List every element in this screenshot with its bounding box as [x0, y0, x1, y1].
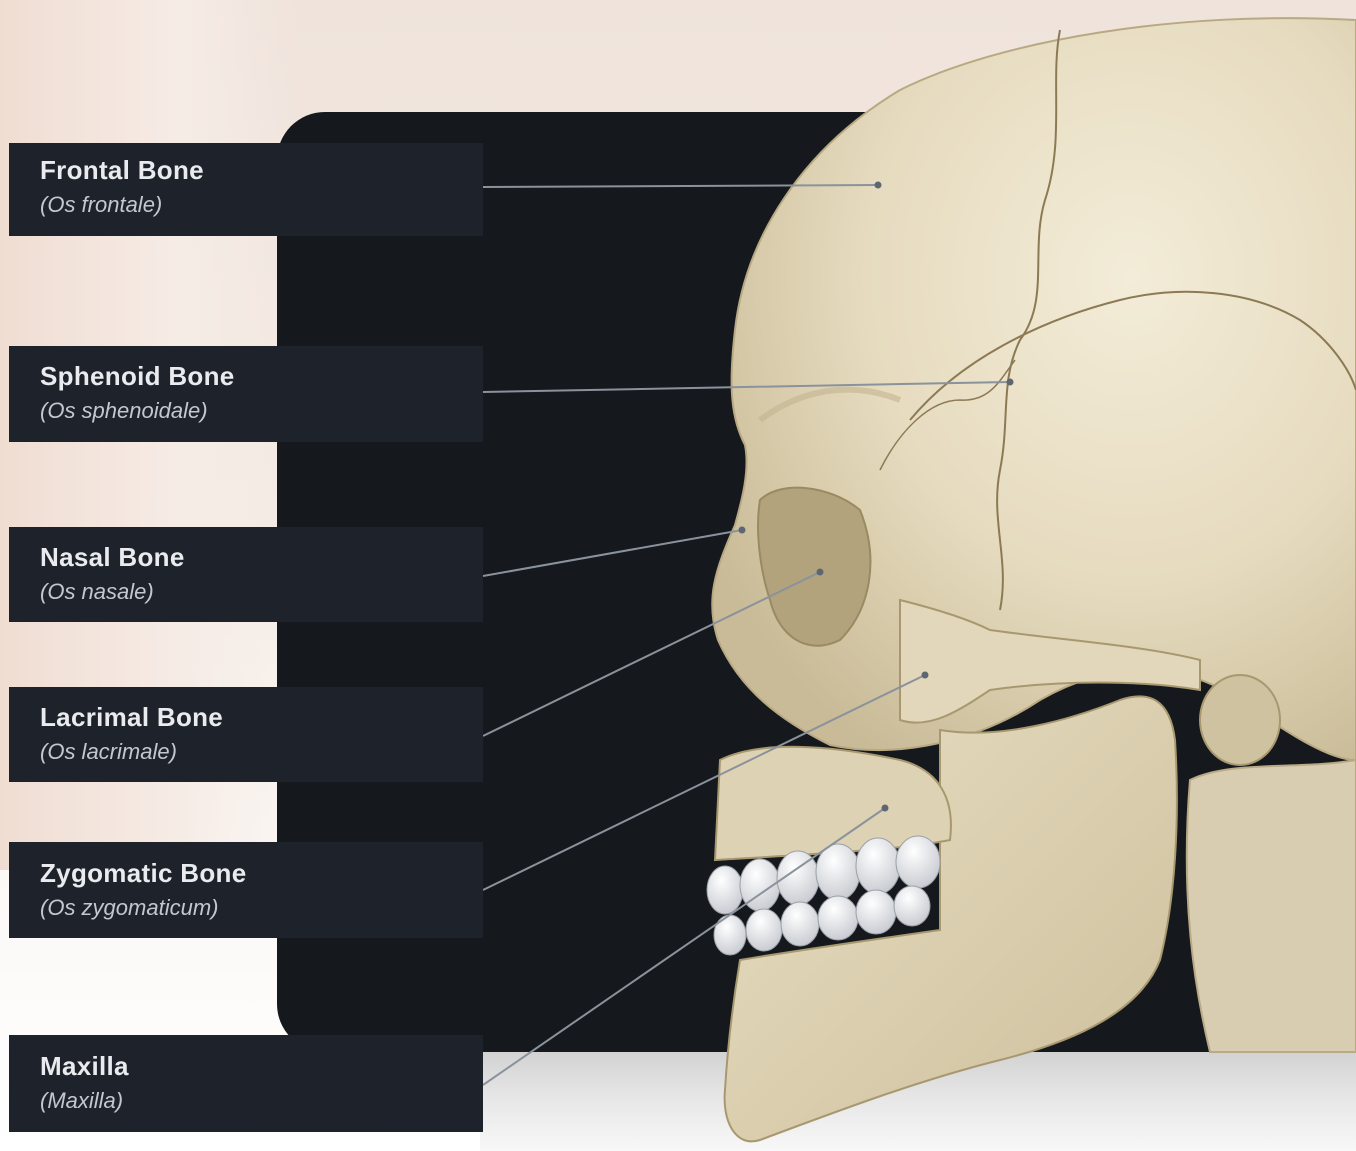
label-latin: (Os frontale)	[40, 191, 483, 219]
label-name: Zygomatic Bone	[40, 858, 483, 888]
cervical-vertebrae	[1187, 760, 1356, 1052]
label-maxilla: Maxilla (Maxilla)	[9, 1035, 483, 1132]
label-name: Nasal Bone	[40, 542, 483, 572]
label-name: Sphenoid Bone	[40, 361, 483, 391]
label-name: Frontal Bone	[40, 155, 483, 185]
label-lacrimal-bone: Lacrimal Bone (Os lacrimale)	[9, 687, 483, 782]
label-name: Lacrimal Bone	[40, 702, 483, 732]
label-latin: (Os lacrimale)	[40, 738, 483, 766]
dot-zygomatic	[922, 672, 929, 679]
label-zygomatic-bone: Zygomatic Bone (Os zygomaticum)	[9, 842, 483, 938]
label-latin: (Os nasale)	[40, 578, 483, 606]
label-latin: (Os zygomaticum)	[40, 894, 483, 922]
dot-frontal	[875, 182, 882, 189]
dot-sphenoid	[1007, 379, 1014, 386]
mastoid-process	[1200, 675, 1280, 765]
dot-lacrimal	[817, 569, 824, 576]
label-name: Maxilla	[40, 1051, 483, 1081]
dot-maxilla	[882, 805, 889, 812]
label-latin: (Os sphenoidale)	[40, 397, 483, 425]
leader-line-nasal	[483, 530, 742, 576]
label-sphenoid-bone: Sphenoid Bone (Os sphenoidale)	[9, 346, 483, 442]
label-latin: (Maxilla)	[40, 1087, 483, 1115]
label-frontal-bone: Frontal Bone (Os frontale)	[9, 143, 483, 236]
dot-nasal	[739, 527, 746, 534]
label-nasal-bone: Nasal Bone (Os nasale)	[9, 527, 483, 622]
